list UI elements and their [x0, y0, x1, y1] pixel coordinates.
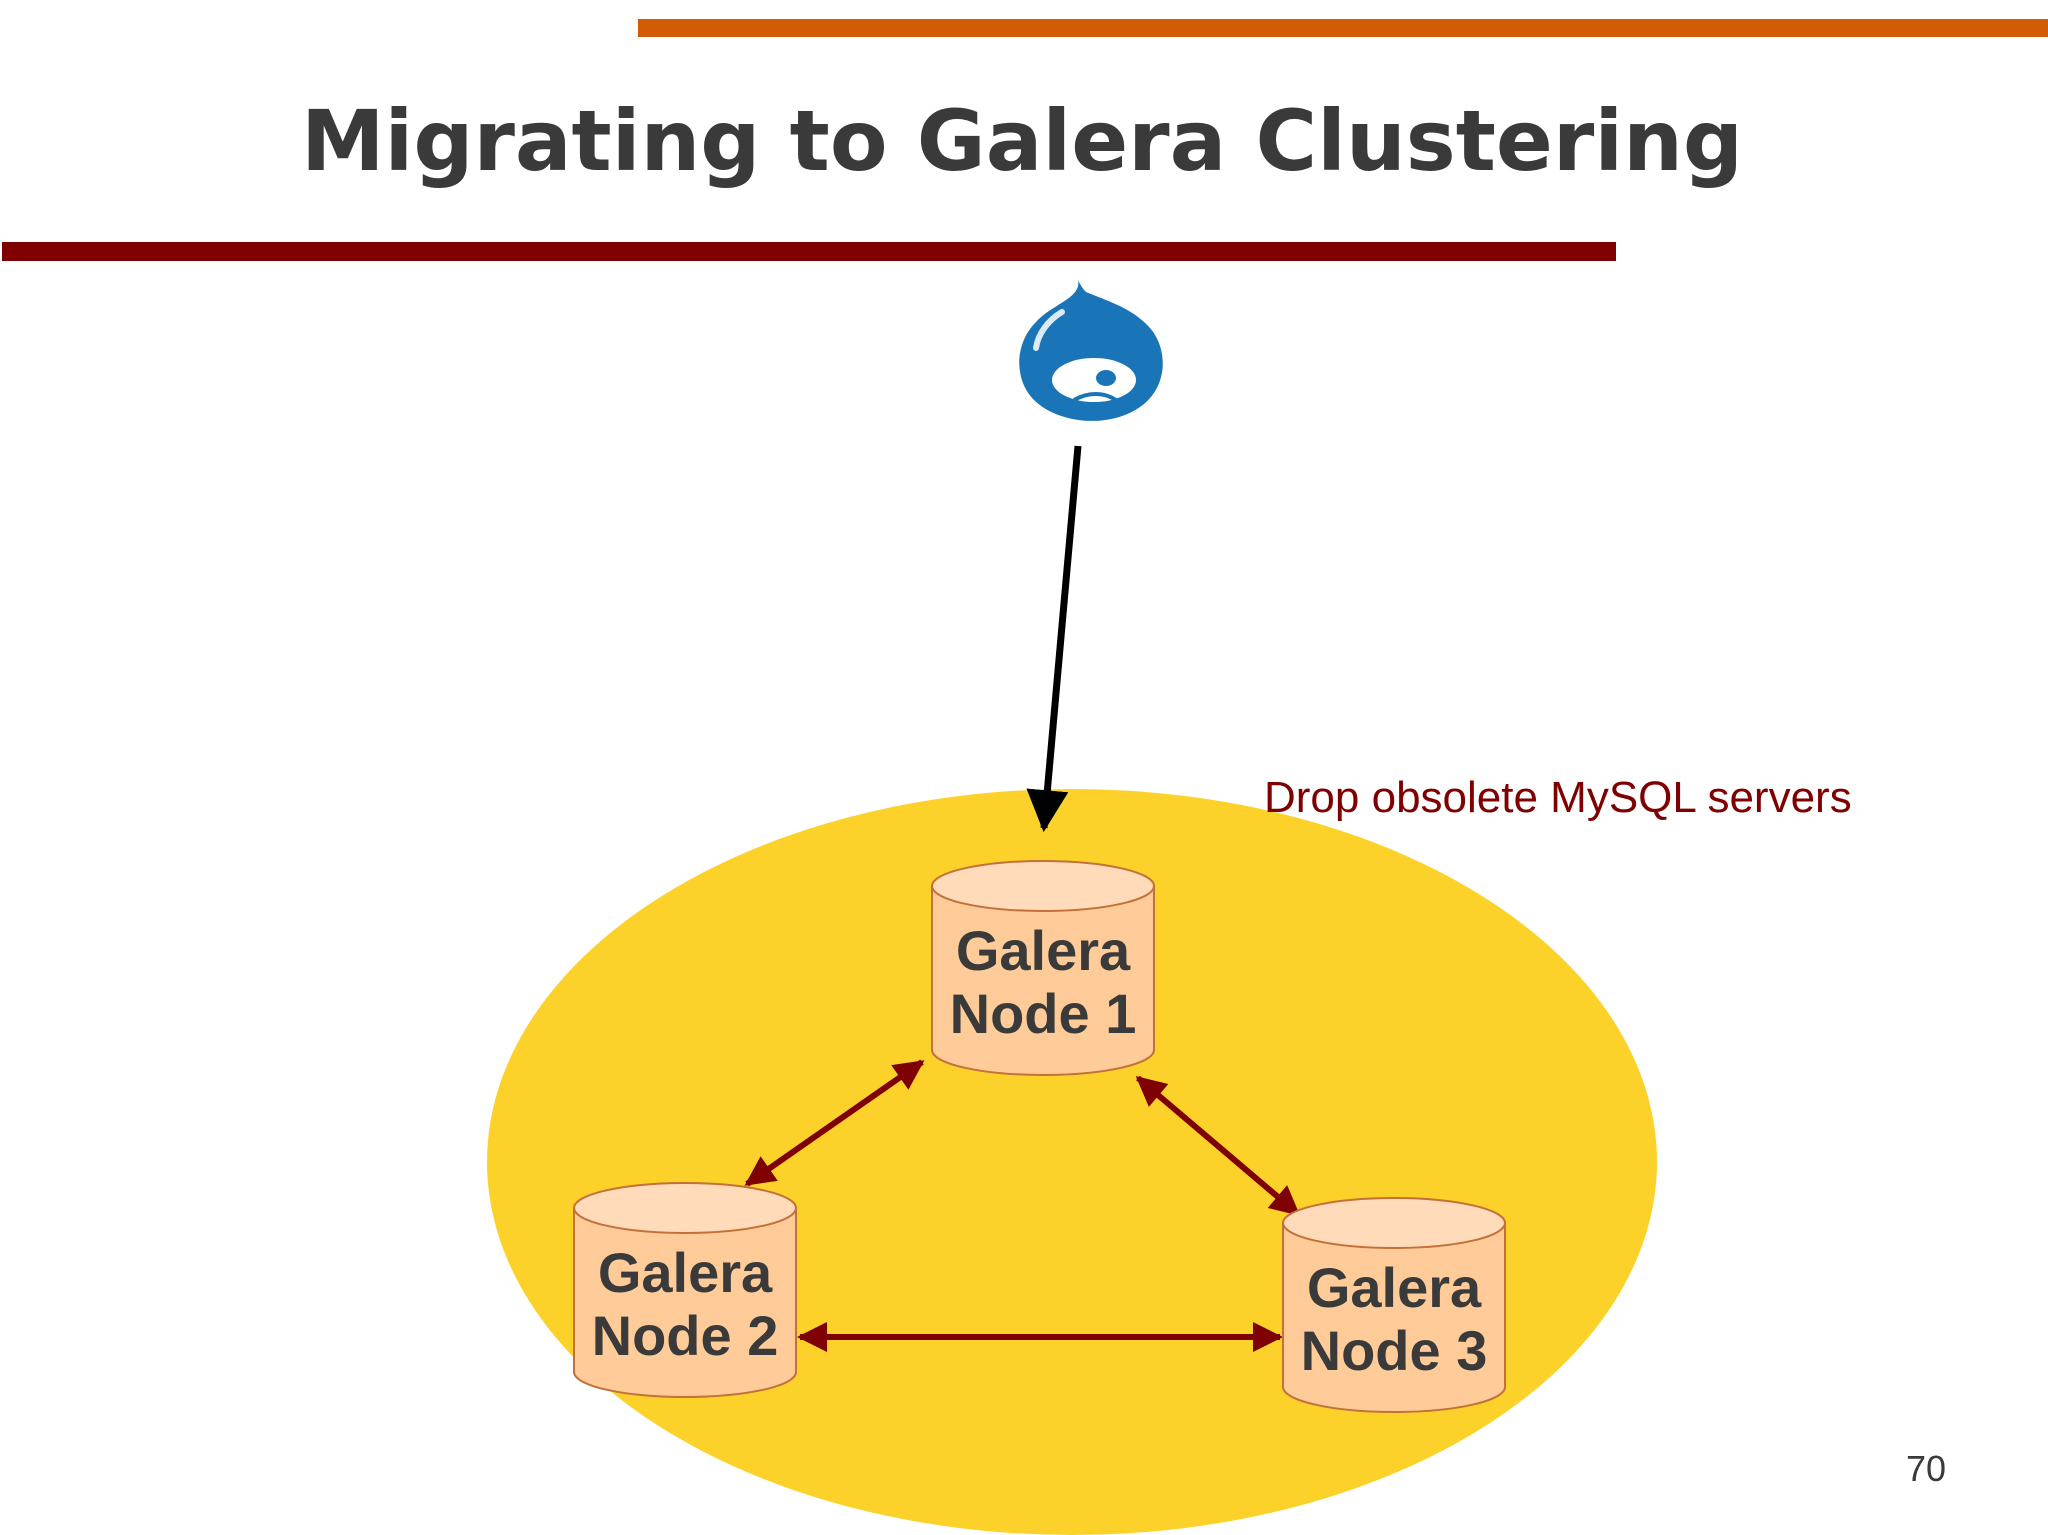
node-3-label-line1: Galera	[1307, 1256, 1482, 1319]
galera-node-2: Galera Node 2	[573, 1182, 797, 1398]
node-2-label-line2: Node 2	[592, 1304, 779, 1367]
galera-node-1: Galera Node 1	[931, 860, 1155, 1076]
replication-arrow-node1-node3	[1135, 1075, 1301, 1217]
galera-node-3: Galera Node 3	[1282, 1197, 1506, 1413]
client-connection-arrow	[1026, 445, 1082, 833]
drop-servers-annotation: Drop obsolete MySQL servers	[1264, 773, 1852, 822]
top-accent-bar	[638, 19, 2048, 37]
node-1-label-line2: Node 1	[950, 982, 1137, 1045]
node-2-label-line1: Galera	[598, 1241, 773, 1304]
title-underline-bar	[2, 242, 1616, 261]
replication-arrow-node1-node2	[744, 1059, 925, 1187]
drupal-logo-icon	[1019, 280, 1163, 421]
page-number: 70	[1905, 1448, 1946, 1489]
node-3-label-line2: Node 3	[1301, 1319, 1488, 1382]
node-1-label-line1: Galera	[956, 919, 1131, 982]
slide-title: Migrating to Galera Clustering	[300, 92, 1744, 190]
